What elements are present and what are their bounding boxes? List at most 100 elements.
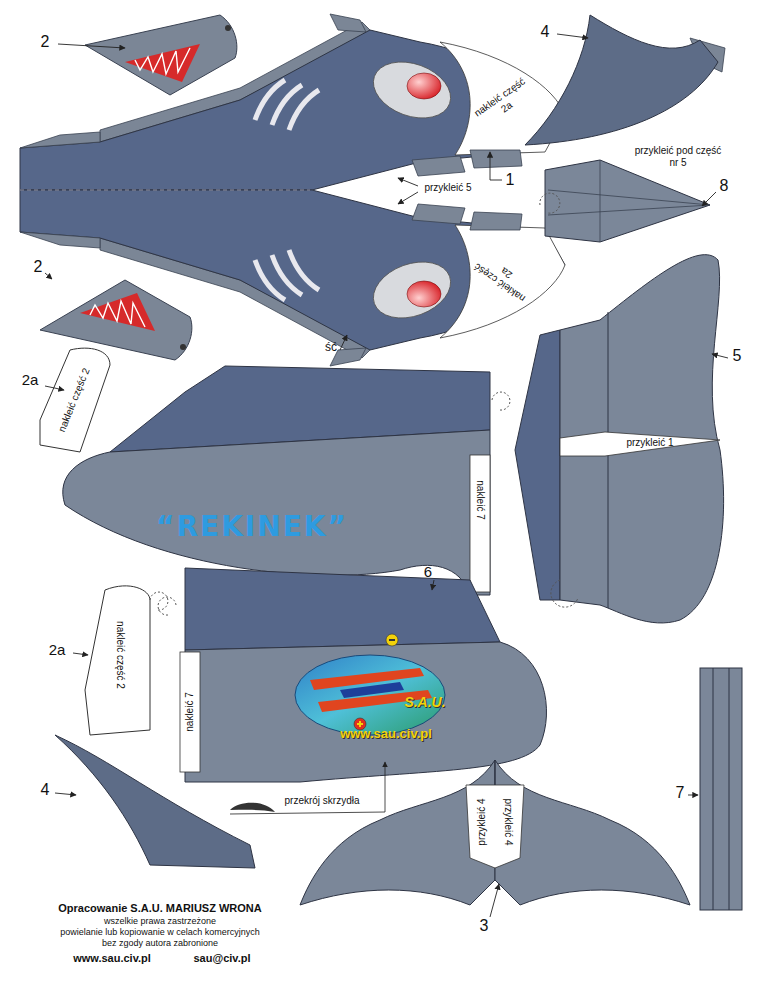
model-name: “REKINEK” xyxy=(156,511,348,543)
sheet-part xyxy=(135,48,190,74)
sheet-part xyxy=(702,192,716,206)
glue-note: przykleić 1 xyxy=(626,437,673,449)
wing-part xyxy=(63,366,510,595)
sheet-part xyxy=(63,430,490,595)
wing-part xyxy=(515,255,724,623)
wing-part xyxy=(158,568,546,782)
callout-number: 4 xyxy=(41,781,50,799)
sheet-part xyxy=(125,44,200,82)
copyright-note: wszelkie prawa zastrzeżone xyxy=(104,916,216,926)
jaw-part xyxy=(85,15,237,95)
sheet-part xyxy=(40,280,192,360)
callout-number: 3 xyxy=(480,917,489,935)
sheet-part xyxy=(20,190,565,366)
decal-part xyxy=(40,348,110,452)
author-url: www.sau.civ.pl xyxy=(73,952,151,965)
sheet-part xyxy=(560,432,720,456)
sheet-part xyxy=(272,85,302,125)
sheet-part xyxy=(185,642,547,782)
sheet-part xyxy=(389,639,395,641)
sheet-part xyxy=(540,193,560,213)
callout-number: 2 xyxy=(41,33,50,51)
sheet-part xyxy=(515,330,560,600)
sheet-part xyxy=(185,568,500,650)
logo-url: www.sau.civ.pl xyxy=(340,727,432,742)
glue-note: przykleić pod część nr 5 xyxy=(630,145,726,168)
sheet-part xyxy=(600,160,601,242)
glue-note: nakleić część 2 xyxy=(114,619,126,691)
sheet-part xyxy=(492,392,510,410)
sheet-part xyxy=(551,580,578,607)
callout-number: 5 xyxy=(733,347,742,365)
author-email: sau@civ.pl xyxy=(194,952,251,965)
section-note: przekrój skrzydła xyxy=(284,795,359,807)
sheet-part xyxy=(295,655,445,735)
sheet-part xyxy=(340,682,404,698)
sheet-part xyxy=(45,386,64,390)
sheet-part xyxy=(560,255,724,623)
fin-part xyxy=(55,735,255,868)
sheet-part xyxy=(495,760,496,785)
sheet-part xyxy=(20,132,100,148)
logo-text: S.A.U. xyxy=(404,694,445,710)
sheet-part xyxy=(545,160,710,242)
sheet-part xyxy=(470,150,522,168)
sheet-part xyxy=(20,190,310,191)
sheet-part xyxy=(330,14,366,32)
sheet-part xyxy=(407,73,441,99)
sheet-part xyxy=(713,668,714,910)
sheet-part xyxy=(398,178,418,186)
fin-part xyxy=(525,15,725,145)
sheet-part xyxy=(525,15,718,145)
sheet-part xyxy=(85,15,237,95)
sheet-part xyxy=(45,273,52,279)
callout-number: 8 xyxy=(720,177,729,195)
sheet-part xyxy=(73,653,88,655)
copyright-note: bez zgody autora zabronione xyxy=(102,938,218,948)
callout-number: 2a xyxy=(49,641,66,658)
fuselage-half xyxy=(20,14,565,190)
sheet-part xyxy=(466,785,524,868)
glue-note: przykleić 4 xyxy=(476,798,488,845)
sheet-part xyxy=(688,795,698,796)
sheet-part xyxy=(608,312,609,608)
callout-number: 1 xyxy=(506,171,515,189)
copyright-note: powielanie lub kopiowanie w celach komer… xyxy=(60,927,260,937)
sheet-part xyxy=(289,90,319,130)
sheet-part xyxy=(150,592,168,610)
airfoil-section xyxy=(230,803,275,812)
sheet-part xyxy=(700,668,742,910)
sheet-part xyxy=(158,597,176,615)
sheet-part xyxy=(470,455,490,592)
glue-note: przykleić 5 xyxy=(424,182,471,194)
glue-note: nakleić 7 xyxy=(184,692,196,731)
callout-number: ść xyxy=(325,341,337,355)
sheet-part xyxy=(340,335,347,350)
decal-part xyxy=(85,586,150,735)
sheet-part xyxy=(557,34,588,38)
sheet-part xyxy=(225,25,231,31)
sheet-part xyxy=(398,192,418,204)
leader-line xyxy=(230,762,385,814)
sheet-part xyxy=(55,793,76,795)
sheet-part xyxy=(548,190,710,215)
glue-note: nakleić 7 xyxy=(474,480,486,519)
sheet-part xyxy=(490,884,499,917)
tail-fin-part xyxy=(300,760,690,905)
sheet-part xyxy=(729,668,730,910)
sheet-part xyxy=(255,80,285,120)
author-credit: Opracowanie S.A.U. MARIUSZ WRONA xyxy=(58,902,262,915)
sheet-part xyxy=(432,580,434,590)
callout-number: 6 xyxy=(424,563,432,580)
sheet-part xyxy=(412,156,465,176)
sheet-part xyxy=(366,52,459,128)
callout-number: 2 xyxy=(34,258,43,276)
sheet-part xyxy=(386,634,398,646)
sheet-part xyxy=(58,44,125,48)
tail-part xyxy=(540,160,710,242)
sheet-part xyxy=(180,652,200,772)
sheet-part xyxy=(490,152,502,180)
glue-note: przykleić 4 xyxy=(502,798,514,845)
sheet-part xyxy=(495,760,690,905)
